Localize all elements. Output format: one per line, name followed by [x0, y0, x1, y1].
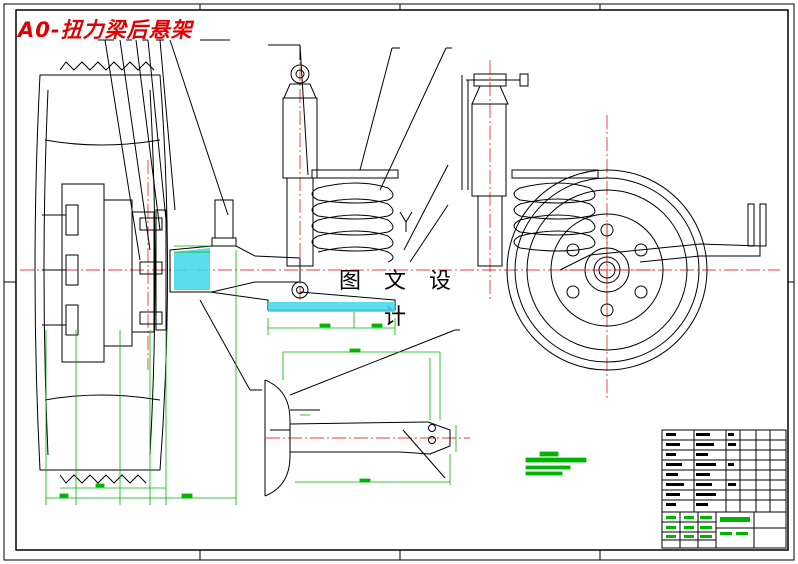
coil-spring: [311, 47, 452, 263]
title-block-green-marks: [666, 516, 750, 538]
knuckle-and-beam: [169, 199, 396, 391]
title-block-text-marks: [666, 433, 736, 506]
title-block: [661, 429, 787, 549]
trailing-arm-detail: [264, 329, 460, 497]
center-lines: [20, 45, 780, 439]
drawing-frame: [3, 3, 795, 561]
drawing-title: A0-扭力梁后悬架: [18, 18, 193, 42]
rear-view-strut: [461, 73, 529, 267]
beam-section-fill: [174, 248, 395, 312]
dimension-lines: [45, 245, 587, 505]
shock-absorber: [268, 44, 318, 299]
drum-marks: [560, 224, 655, 316]
